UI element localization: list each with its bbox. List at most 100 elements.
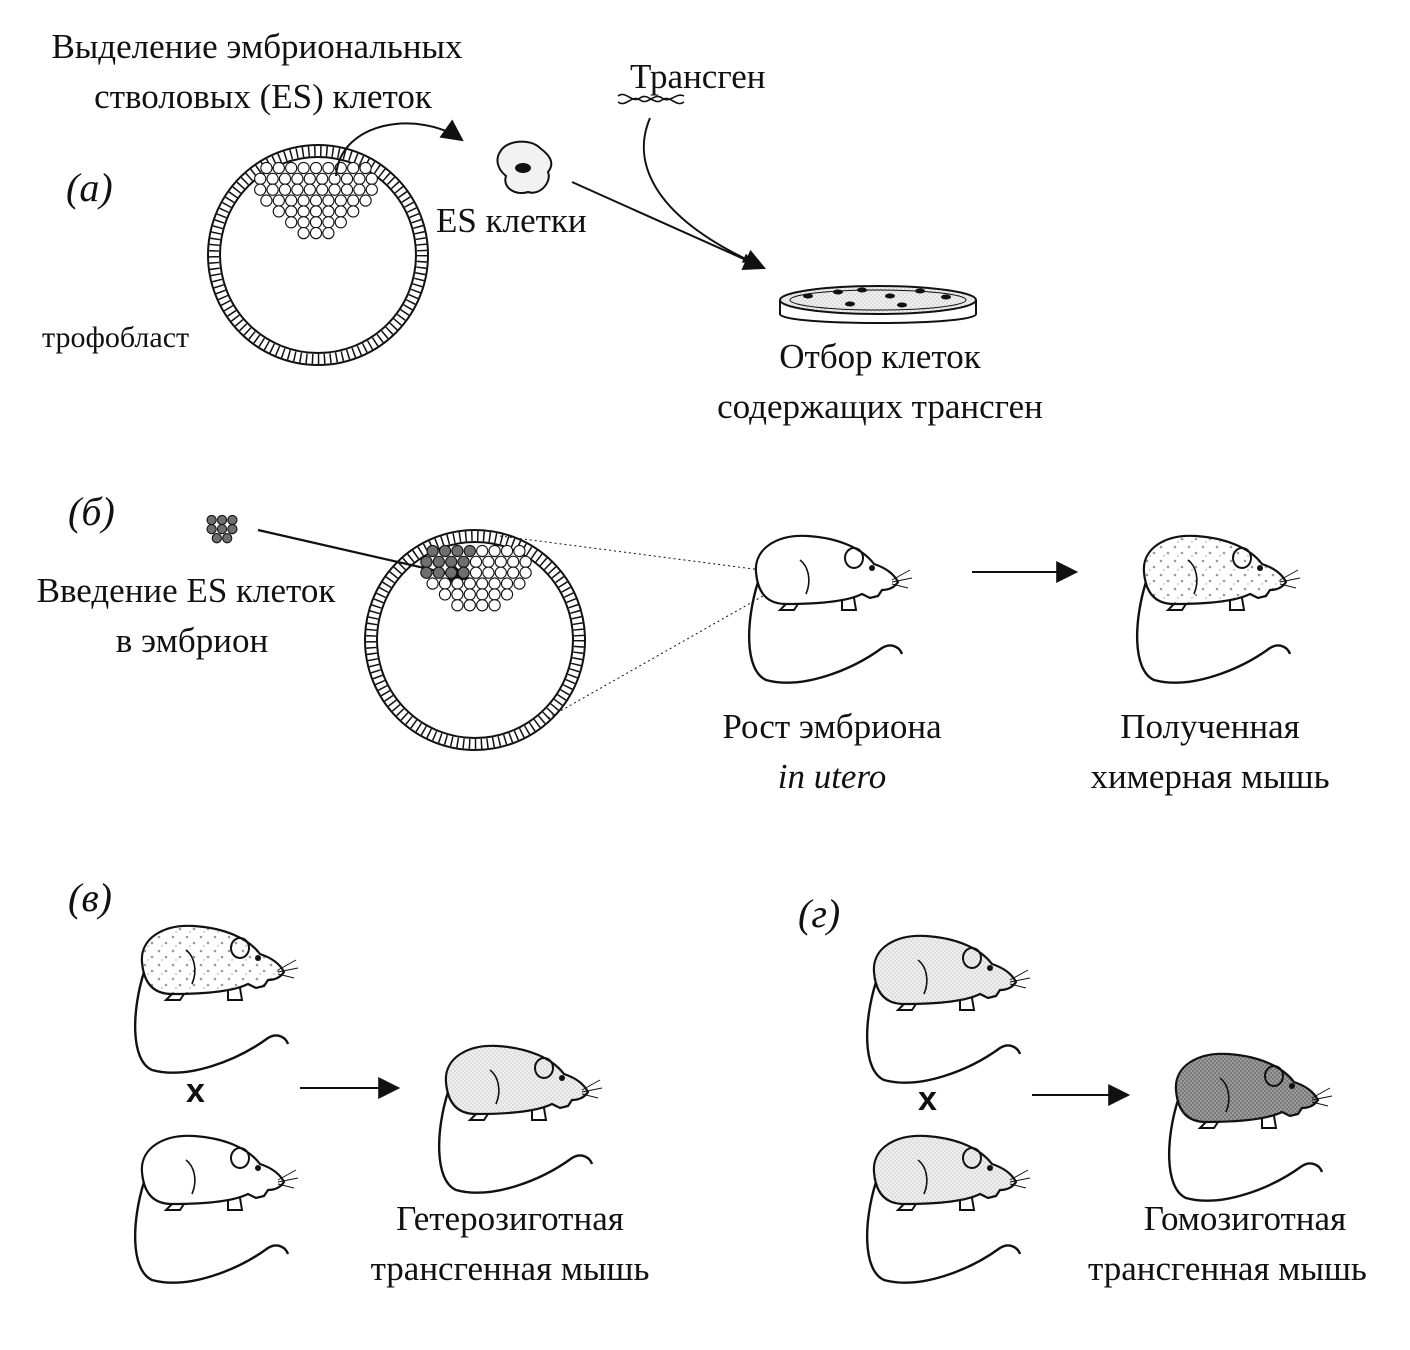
panel-letter-d: (г) xyxy=(798,891,841,936)
cell xyxy=(438,588,452,601)
cell xyxy=(322,216,335,229)
cell xyxy=(278,183,292,196)
cell xyxy=(272,161,285,175)
panel-letter-b: (б) xyxy=(68,489,115,534)
homozygous-label-line2: трансгенная мышь xyxy=(1088,1249,1367,1288)
cell xyxy=(451,577,464,590)
cell xyxy=(291,172,304,185)
cell xyxy=(463,588,476,601)
isolation-label-line1: Выделение эмбриональных xyxy=(51,27,463,66)
cell xyxy=(488,588,501,601)
cell xyxy=(206,523,217,535)
cell xyxy=(297,161,310,175)
zoom-line-top xyxy=(499,535,801,576)
cell xyxy=(445,555,458,568)
inner-cell-mass-a xyxy=(254,161,378,240)
wildtype-parent-mouse xyxy=(133,1134,300,1284)
selection-label-line1: Отбор клеток xyxy=(779,337,981,376)
cell xyxy=(254,172,267,185)
cell xyxy=(457,566,470,579)
panel-letter-c: (в) xyxy=(68,875,113,920)
cell xyxy=(322,161,335,175)
cell xyxy=(254,183,267,196)
cell xyxy=(359,161,372,175)
blastocyst-b xyxy=(364,529,586,751)
cell xyxy=(303,172,316,185)
isolation-label-line2: стволовых (ES) клеток xyxy=(94,77,432,116)
cell xyxy=(420,555,433,568)
embryo-mouse xyxy=(747,534,914,684)
cell xyxy=(359,194,372,207)
cell xyxy=(322,226,335,240)
panel-letter-a: (а) xyxy=(66,165,113,210)
cell xyxy=(365,172,378,185)
cell xyxy=(297,216,310,229)
cell xyxy=(469,566,483,579)
cell xyxy=(328,172,341,185)
growth-label-line2: in utero xyxy=(777,757,887,796)
cell xyxy=(309,161,323,175)
cell xyxy=(285,194,298,207)
cell xyxy=(309,194,323,207)
cell xyxy=(340,172,354,185)
cell xyxy=(482,566,495,579)
heterozygous-label-line1: Гетерозиготная xyxy=(396,1199,624,1238)
homozygous-mouse xyxy=(1167,1052,1334,1202)
trophoblast-label: трофобласт xyxy=(42,321,190,354)
cell xyxy=(285,205,298,218)
inner-cell-mass-b xyxy=(420,544,532,612)
transgene-dna xyxy=(617,93,685,105)
cell xyxy=(278,172,292,185)
cell xyxy=(432,555,445,568)
selection-label-line2: содержащих трансген xyxy=(717,387,1043,426)
cell xyxy=(211,533,222,544)
cell xyxy=(297,194,310,207)
cell xyxy=(463,544,476,558)
cell xyxy=(488,544,501,558)
cell xyxy=(488,577,501,590)
cell xyxy=(216,514,228,526)
cell xyxy=(513,577,526,590)
cell xyxy=(227,514,238,526)
es-cell-cluster xyxy=(496,140,553,194)
cell xyxy=(451,544,464,558)
cell xyxy=(500,588,514,601)
cell xyxy=(334,205,347,218)
cell xyxy=(420,566,433,579)
cell xyxy=(500,577,514,590)
cell xyxy=(347,205,360,218)
cell xyxy=(463,577,476,590)
cell xyxy=(227,523,238,535)
cell xyxy=(519,566,532,579)
cross-symbol-d: x xyxy=(918,1080,937,1118)
cell xyxy=(353,183,366,196)
cell xyxy=(507,566,520,579)
es-cells-small-cluster xyxy=(206,514,238,544)
cell xyxy=(347,194,360,207)
chimera-label-line1: Полученная xyxy=(1120,707,1300,746)
hetero-parent-mouse-2 xyxy=(865,1134,1032,1284)
cell xyxy=(353,172,366,185)
cell xyxy=(476,544,489,558)
cell xyxy=(334,194,347,207)
cell xyxy=(309,205,323,218)
cell xyxy=(347,161,360,175)
cell xyxy=(519,555,532,568)
chimera-parent-mouse xyxy=(133,924,300,1074)
homozygous-label-line1: Гомозиготная xyxy=(1143,1199,1347,1238)
cell xyxy=(316,183,329,196)
cell xyxy=(285,216,298,229)
cell xyxy=(438,544,452,558)
cell xyxy=(451,599,464,612)
cell xyxy=(285,161,298,175)
blastocyst-a xyxy=(207,144,429,366)
cell xyxy=(445,566,458,579)
cell xyxy=(432,566,445,579)
cell xyxy=(297,205,310,218)
isolation-arrow xyxy=(335,119,464,177)
es-to-dish-arrow xyxy=(571,181,767,270)
chimera-label-line2: химерная мышь xyxy=(1090,757,1330,796)
injection-arrow xyxy=(257,528,471,585)
cell xyxy=(482,555,495,568)
